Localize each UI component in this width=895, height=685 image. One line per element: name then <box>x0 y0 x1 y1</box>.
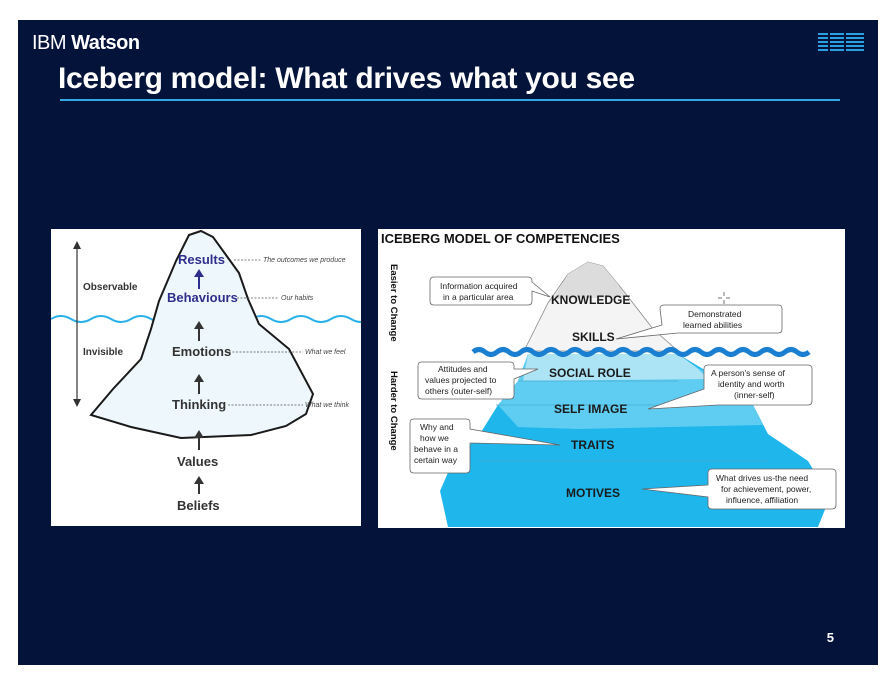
callout-motives-line1: What drives us-the need <box>716 473 808 483</box>
brand-ibm: IBM <box>32 32 66 54</box>
callout-social-role-line2: values projected to <box>425 375 497 385</box>
callout-traits-line3: behave in a <box>414 444 458 454</box>
results-note: The outcomes we produce <box>263 257 346 264</box>
behaviours-label: Behaviours <box>167 290 238 305</box>
callout-motives-line3: influence, affiliation <box>726 495 798 505</box>
emotions-note: What we feel <box>305 349 346 356</box>
callout-social-role-line3: others (outer-self) <box>425 386 492 396</box>
crosshair-icon <box>718 292 730 304</box>
callout-skills-line1: Demonstrated <box>688 309 742 319</box>
callout-knowledge: Information acquired in a particular are… <box>430 277 550 305</box>
slide-title: Iceberg model: What drives what you see <box>58 62 635 96</box>
easier-to-change-label: Easier to Change <box>388 264 399 342</box>
thinking-label: Thinking <box>172 397 226 412</box>
layer-traits: TRAITS <box>571 438 614 452</box>
competencies-heading: ICEBERG MODEL OF COMPETENCIES <box>381 231 620 246</box>
right-iceberg-figure: ICEBERG MODEL OF COMPETENCIES Easier to … <box>378 229 845 528</box>
thinking-note: What we think <box>305 402 349 409</box>
callout-skills-line2: learned abilities <box>683 320 742 330</box>
layer-motives: MOTIVES <box>566 486 620 500</box>
invisible-label: Invisible <box>83 347 123 358</box>
callout-traits-line1: Why and <box>420 422 454 432</box>
callout-knowledge-line2: in a particular area <box>443 292 514 302</box>
callout-knowledge-line1: Information acquired <box>440 281 518 291</box>
callout-motives-line2: for achievement, power, <box>721 484 811 494</box>
callout-self-image-line1: A person's sense of <box>711 368 786 378</box>
beliefs-label: Beliefs <box>177 498 220 513</box>
left-iceberg-figure: Observable Invisible Results The outcome… <box>51 229 361 526</box>
slide: IBM Watson Iceberg model: What drives wh… <box>18 20 878 665</box>
brand-watson: Watson <box>71 32 139 54</box>
callout-traits-line2: how we <box>420 433 449 443</box>
results-label: Results <box>178 252 225 267</box>
values-label: Values <box>177 454 218 469</box>
ibm-watson-brand: IBM Watson <box>32 32 140 55</box>
observable-label: Observable <box>83 282 138 293</box>
layer-knowledge: KNOWLEDGE <box>551 293 630 307</box>
layer-skills: SKILLS <box>572 330 615 344</box>
layer-self-image: SELF IMAGE <box>554 402 627 416</box>
emotions-label: Emotions <box>172 344 231 359</box>
title-underline <box>60 99 840 101</box>
callout-social-role-line1: Attitudes and <box>438 364 488 374</box>
callout-traits-line4: certain way <box>414 455 458 465</box>
layer-social-role: SOCIAL ROLE <box>549 366 631 380</box>
callout-self-image-line3: (inner-self) <box>734 390 775 400</box>
page-number: 5 <box>827 630 834 645</box>
callout-self-image-line2: identity and worth <box>718 379 785 389</box>
behaviours-note: Our habits <box>281 295 314 302</box>
harder-to-change-label: Harder to Change <box>388 371 399 451</box>
ibm-logo-icon <box>818 32 864 52</box>
